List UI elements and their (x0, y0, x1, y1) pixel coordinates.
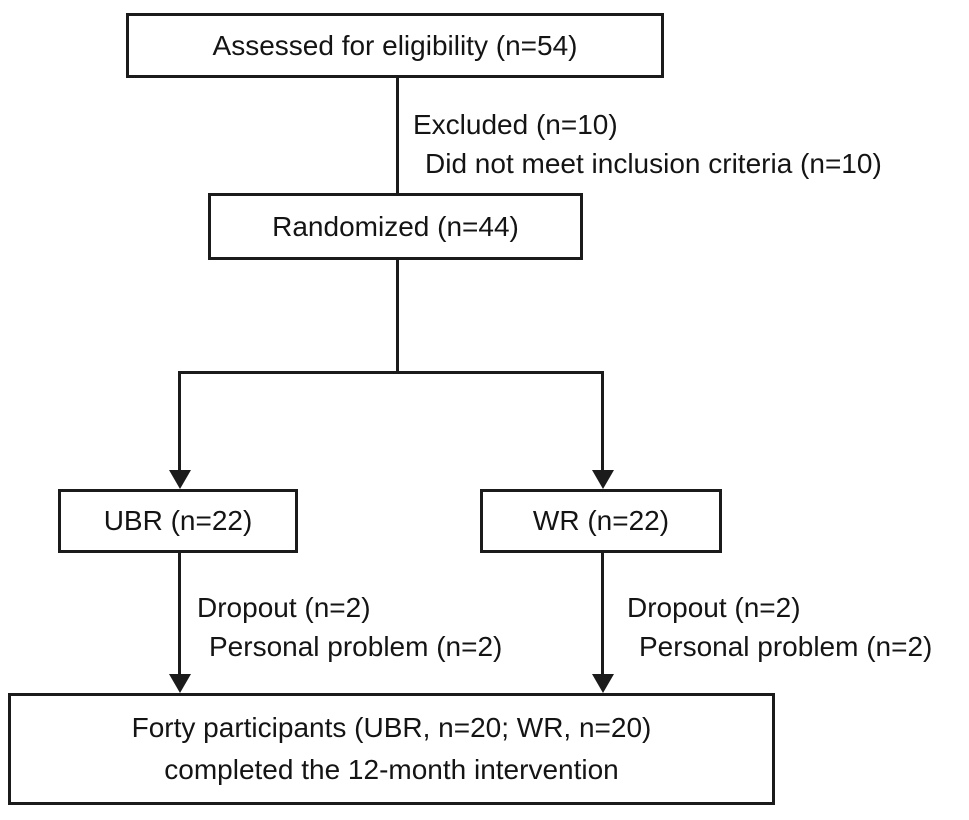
arrowhead-into-ubr-icon (169, 470, 191, 489)
box-completed-line2: completed the 12-month intervention (164, 754, 619, 785)
annotation-dropout-wr-line1: Dropout (n=2) (627, 592, 801, 623)
annotation-dropout-ubr-line1: Dropout (n=2) (197, 592, 371, 623)
box-randomized: Randomized (n=44) (208, 193, 583, 260)
annotation-dropout-wr-line2: Personal problem (n=2) (639, 631, 933, 662)
box-randomized-label: Randomized (n=44) (272, 210, 519, 242)
annotation-dropout-wr: Dropout (n=2) Personal problem (n=2) (627, 588, 932, 666)
connector-assessed-to-randomized (396, 76, 399, 194)
box-completed-line1: Forty participants (UBR, n=20; WR, n=20) (131, 712, 652, 743)
annotation-excluded: Excluded (n=10) Did not meet inclusion c… (413, 105, 882, 183)
connector-split-to-ubr (178, 371, 181, 472)
connector-ubr-to-completed (178, 552, 181, 676)
arrowhead-into-wr-icon (592, 470, 614, 489)
box-wr-label: WR (n=22) (532, 505, 670, 537)
box-wr-group: WR (n=22) (480, 489, 722, 553)
connector-wr-to-completed (601, 552, 604, 676)
connector-randomized-to-split (396, 259, 399, 373)
annotation-dropout-ubr-line2: Personal problem (n=2) (209, 631, 503, 662)
annotation-excluded-line2: Did not meet inclusion criteria (n=10) (425, 148, 882, 179)
box-assessed-for-eligibility: Assessed for eligibility (n=54) (126, 13, 664, 78)
annotation-dropout-ubr: Dropout (n=2) Personal problem (n=2) (197, 588, 502, 666)
arrowhead-into-completed-left-icon (169, 674, 191, 693)
box-completed-intervention: Forty participants (UBR, n=20; WR, n=20)… (8, 693, 775, 805)
arrowhead-into-completed-right-icon (592, 674, 614, 693)
connector-split-horizontal (178, 371, 604, 374)
connector-split-to-wr (601, 371, 604, 472)
box-assessed-label: Assessed for eligibility (n=54) (212, 29, 578, 61)
annotation-excluded-line1: Excluded (n=10) (413, 109, 618, 140)
box-ubr-group: UBR (n=22) (58, 489, 298, 553)
box-ubr-label: UBR (n=22) (103, 505, 253, 537)
